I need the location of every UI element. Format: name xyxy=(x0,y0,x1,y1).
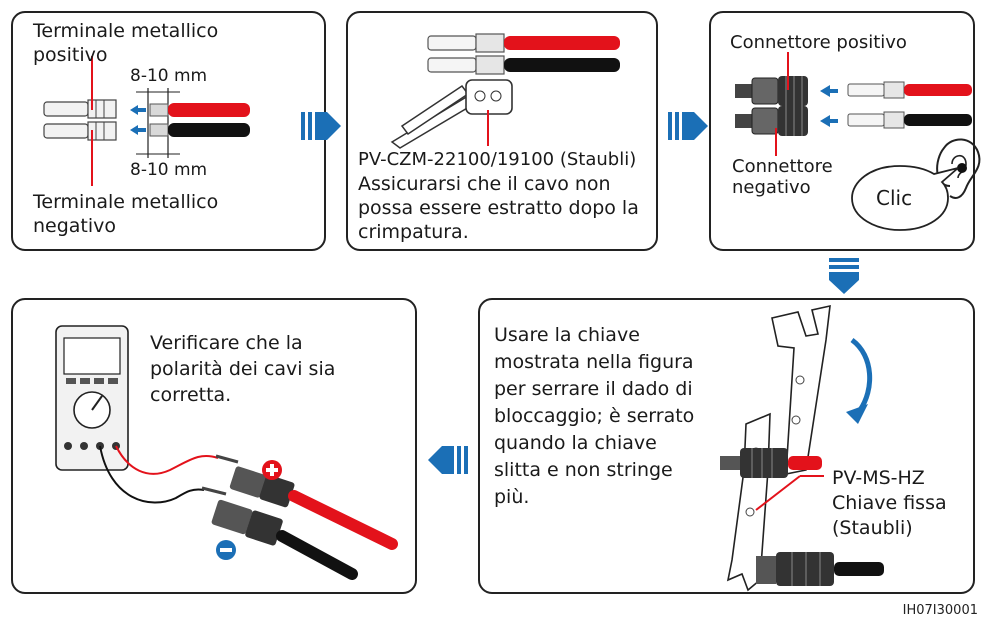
flow-arrow-left-icon xyxy=(428,446,468,474)
step3-negative-connector-label: Connettore negativo xyxy=(732,156,833,198)
plus-polarity-icon xyxy=(262,460,282,480)
negative-connector-icon xyxy=(735,106,972,156)
crimping-tool-icon xyxy=(390,79,513,149)
figure-id: IH07I30001 xyxy=(902,603,978,618)
negative-metal-terminal-icon xyxy=(43,121,117,186)
step2-note: Assicurarsi che il cavo non possa essere… xyxy=(358,173,639,243)
crimped-wires-illustration xyxy=(427,33,620,75)
step1-dimension-bottom: 8-10 mm xyxy=(130,160,208,180)
ear-icon xyxy=(936,138,981,199)
step3-click-label: Clic xyxy=(876,186,913,210)
minus-polarity-icon xyxy=(216,540,236,560)
multimeter-icon xyxy=(55,325,129,471)
step4-wrench-label: PV-MS-HZ Chiave fissa (Staubli) xyxy=(832,467,947,539)
test-leads-and-cables-icon xyxy=(99,445,398,580)
step1-dimension-top: 8-10 mm xyxy=(130,66,208,86)
locked-connector-icon xyxy=(756,552,884,586)
positive-connector-icon xyxy=(735,52,972,106)
step2-tool-label: PV-CZM-22100/19100 (Staubli) xyxy=(358,149,637,170)
connector-in-wrench-icon xyxy=(720,448,824,511)
step5-instruction: Verificare che la polarità dei cavi sia … xyxy=(150,332,336,406)
step1-positive-terminal-label: Terminale metallico positivo xyxy=(33,20,219,66)
flow-arrow-down-icon xyxy=(829,258,859,294)
step1-negative-terminal-label: Terminale metallico negativo xyxy=(33,191,219,237)
step-4-panel xyxy=(478,298,975,594)
stripped-wires-illustration xyxy=(130,88,250,158)
step4-instruction: Usare la chiave mostrata nella figura pe… xyxy=(494,324,695,508)
flow-arrow-right-2-icon xyxy=(668,112,708,140)
step3-positive-connector-label: Connettore positivo xyxy=(730,32,907,53)
positive-metal-terminal-icon xyxy=(43,56,117,119)
click-speech-bubble xyxy=(851,165,959,231)
flow-arrow-right-1-icon xyxy=(301,112,341,140)
